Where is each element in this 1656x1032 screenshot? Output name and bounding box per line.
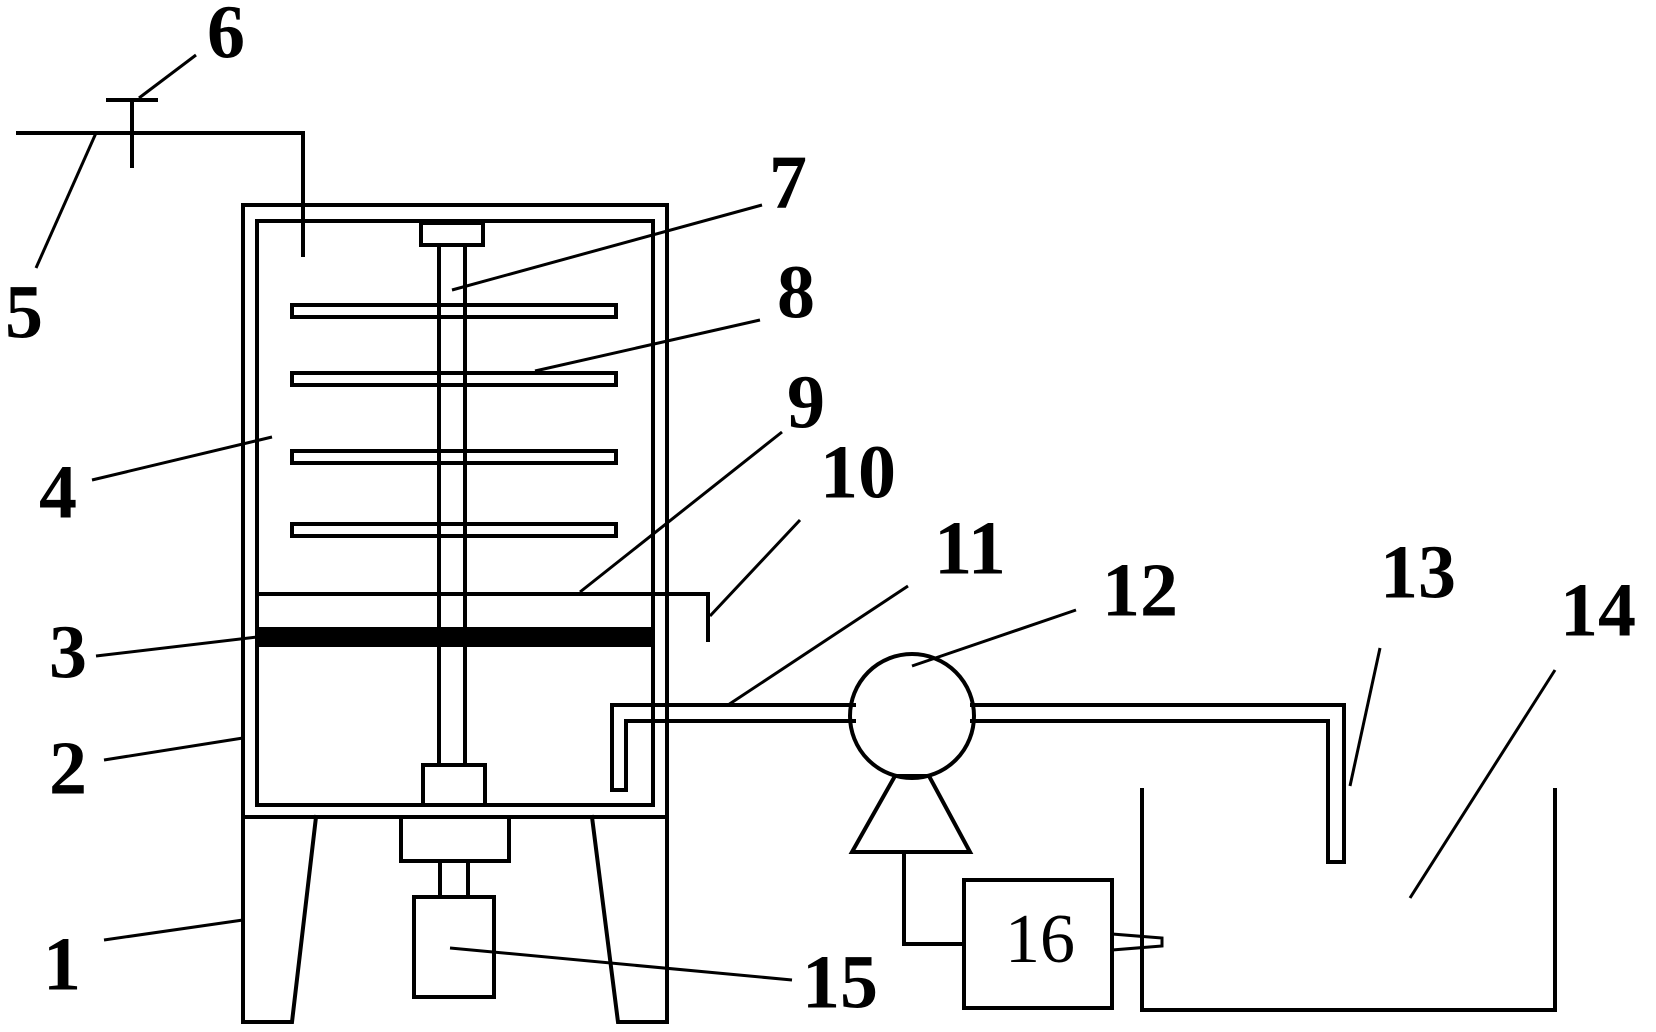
stirring-shaft: [419, 221, 487, 807]
label-5: 5: [5, 270, 43, 354]
part-labels: 1 2 3 4 5 6 7 8 9 10 11 12 13 14 15 16: [5, 0, 1636, 1024]
label-1: 1: [43, 922, 81, 1006]
leader-lines: [34, 53, 1557, 982]
label-2: 2: [49, 726, 87, 810]
overflow-layer: [255, 592, 710, 642]
pump: [848, 652, 976, 854]
label-7: 7: [769, 140, 807, 224]
stirring-blades: [290, 303, 618, 538]
inlet-pipe: [16, 131, 305, 257]
suction-pipe: [610, 703, 856, 792]
label-15: 15: [802, 940, 878, 1024]
label-6: 6: [207, 0, 245, 74]
collection-tank: [1140, 788, 1557, 1012]
discharge-pipe: [970, 703, 1346, 864]
support-legs: [241, 814, 669, 1024]
controller: [902, 850, 1114, 1010]
label-16: 16: [1005, 901, 1075, 978]
label-12: 12: [1102, 548, 1178, 632]
label-10: 10: [820, 430, 896, 514]
level-sensor: [1111, 932, 1164, 952]
filter-plate: [257, 627, 653, 647]
label-3: 3: [49, 610, 87, 694]
label-9: 9: [787, 360, 825, 444]
label-14: 14: [1560, 568, 1636, 652]
label-4: 4: [39, 450, 77, 534]
label-11: 11: [934, 506, 1006, 590]
inlet-valve: [106, 98, 158, 168]
label-13: 13: [1380, 530, 1456, 614]
label-8: 8: [777, 250, 815, 334]
motor: [399, 815, 511, 999]
tank-body: [241, 203, 669, 819]
